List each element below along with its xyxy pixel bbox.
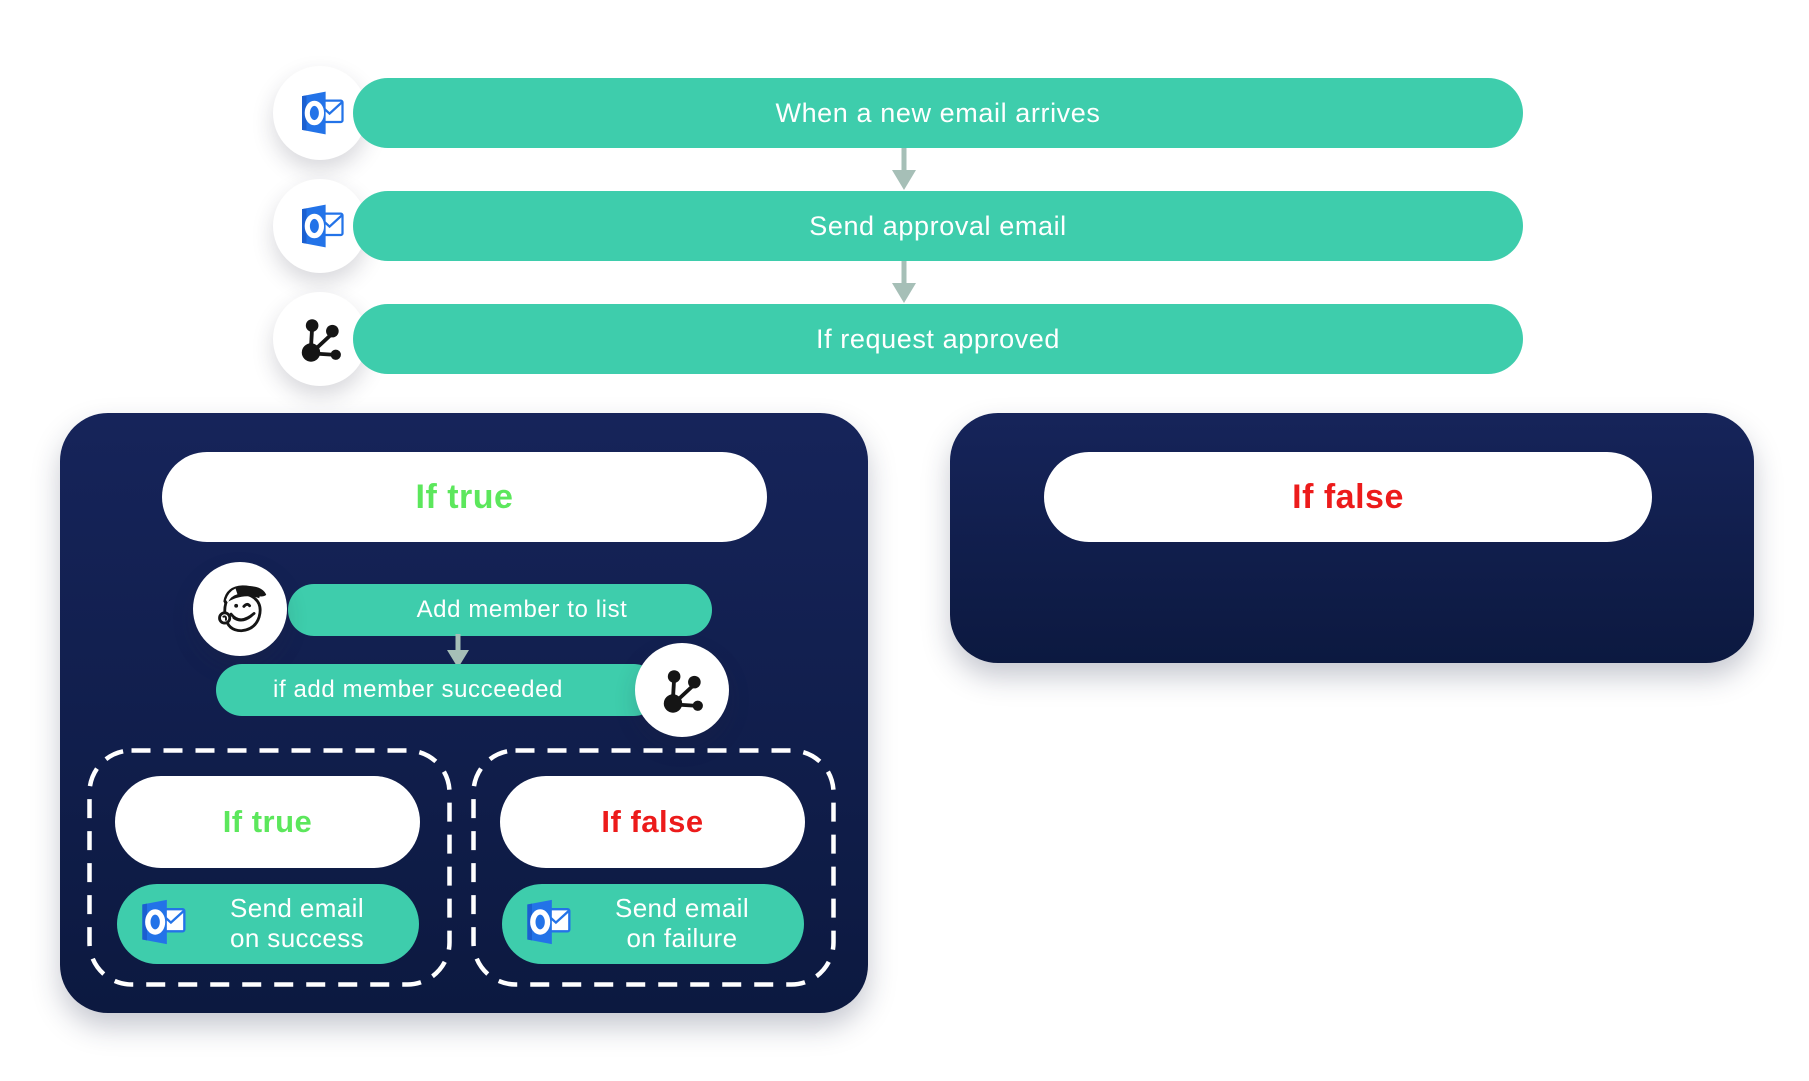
step-add-member-to-list: Add member to list xyxy=(288,584,712,636)
step-label: Add member to list xyxy=(416,596,628,623)
arrow-down-icon xyxy=(890,148,918,195)
sub-branch-false xyxy=(471,748,836,987)
mailchimp-icon xyxy=(193,562,287,656)
branch-true-title-pill: If true xyxy=(162,452,767,542)
sub-branch-true xyxy=(87,748,452,987)
step-send-email-on-failure: Send email on failure xyxy=(502,884,804,964)
outlook-icon xyxy=(273,66,367,160)
flow-step-if-request-approved: If request approved xyxy=(353,304,1523,374)
branch-title: If true xyxy=(415,477,514,516)
condition-icon xyxy=(635,643,729,737)
step-label: Send approval email xyxy=(809,210,1067,241)
branch-title: If true xyxy=(222,804,313,839)
step-if-add-member-succeeded: if add member succeeded xyxy=(216,664,660,716)
step-label: When a new email arrives xyxy=(775,97,1101,128)
branch-title: If false xyxy=(1292,477,1404,516)
step-label: if add member succeeded xyxy=(273,676,563,703)
flow-step-send-approval-email: Send approval email xyxy=(353,191,1523,261)
step-send-email-on-success: Send email on success xyxy=(117,884,419,964)
arrow-down-icon xyxy=(445,634,471,673)
sub-branch-true-title-pill: If true xyxy=(115,776,420,868)
outlook-icon xyxy=(133,894,189,955)
outlook-icon xyxy=(273,179,367,273)
arrow-down-icon xyxy=(890,261,918,308)
step-label: If request approved xyxy=(815,323,1061,354)
branch-false-title-pill: If false xyxy=(1044,452,1652,542)
step-label: Send email on success xyxy=(229,893,365,953)
branch-title: If false xyxy=(601,804,704,839)
step-label: Send email on failure xyxy=(614,893,750,953)
sub-branch-false-title-pill: If false xyxy=(500,776,805,868)
condition-icon xyxy=(273,292,367,386)
flow-step-when-email-arrives: When a new email arrives xyxy=(353,78,1523,148)
outlook-icon xyxy=(518,894,574,955)
